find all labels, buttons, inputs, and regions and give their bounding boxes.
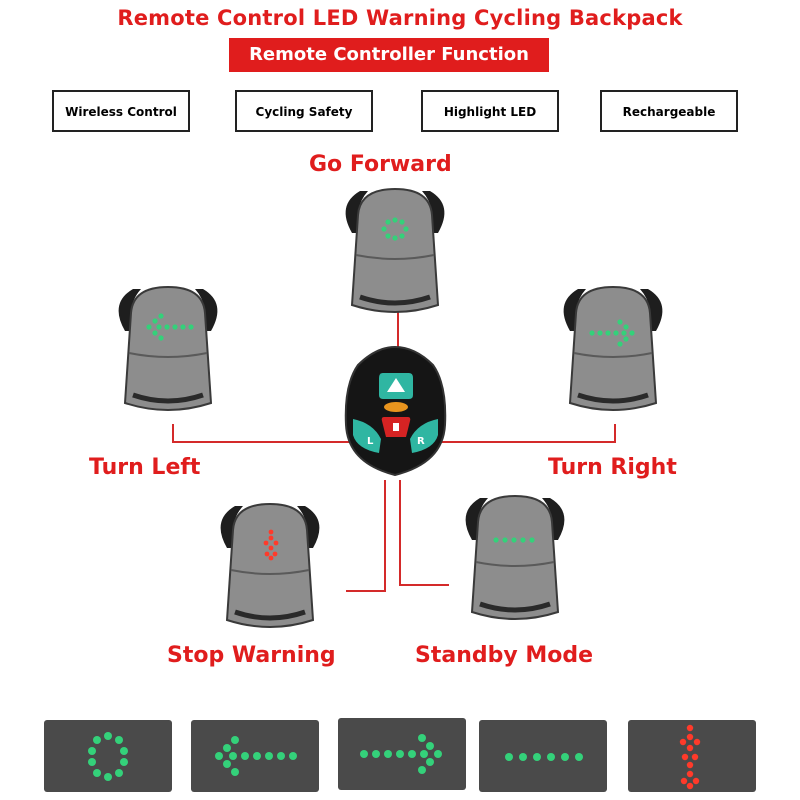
page-title: Remote Control LED Warning Cycling Backp…: [117, 6, 683, 30]
panel-forward-pattern: [44, 720, 172, 792]
backpack-forward: [345, 187, 445, 313]
wire-right-drop: [614, 424, 616, 442]
panel-stop-pattern: [628, 720, 756, 792]
label-stop-warning: Stop Warning: [167, 643, 336, 668]
remote-controller: L R: [344, 345, 447, 477]
standby-button[interactable]: [384, 402, 408, 412]
panel-left-pattern: [191, 720, 319, 792]
subtitle-banner: Remote Controller Function: [229, 38, 549, 72]
wire-right: [433, 441, 616, 443]
label-standby-mode: Standby Mode: [415, 643, 594, 668]
dotted-line-icon: [505, 753, 583, 761]
arrow-up-icon: [387, 378, 405, 392]
circle-dots-icon: [381, 217, 409, 241]
arrow-left-icon: [215, 736, 297, 776]
turn-right-button[interactable]: R: [410, 419, 438, 453]
panel-right-pattern: [338, 718, 466, 790]
backpack-right: [563, 285, 663, 411]
label-turn-left: Turn Left: [89, 455, 201, 480]
wire-forward: [397, 285, 399, 350]
warning-icon: [393, 423, 399, 431]
stop-button[interactable]: [381, 417, 411, 437]
feature-box-rechargeable: Rechargeable: [600, 90, 738, 132]
label-turn-right: Turn Right: [548, 455, 677, 480]
wire-stop: [346, 590, 386, 592]
warning-figure-icon: [263, 529, 279, 561]
label-go-forward: Go Forward: [309, 152, 452, 177]
dotted-line-icon: [493, 537, 535, 543]
backpack-stop: [220, 502, 320, 628]
feature-box-led: Highlight LED: [421, 90, 559, 132]
panel-standby-pattern: [479, 720, 607, 792]
wire-stop-vertical: [384, 480, 386, 592]
arrow-left-icon: [146, 313, 194, 341]
warning-figure-icon: [679, 724, 701, 790]
feature-box-wireless: Wireless Control: [52, 90, 190, 132]
backpack-left: [118, 285, 218, 411]
arrow-right-icon: [360, 734, 442, 774]
wire-standby-vertical: [399, 480, 401, 586]
backpack-standby: [465, 494, 565, 620]
wire-standby: [399, 584, 449, 586]
right-key-label: R: [417, 436, 425, 447]
turn-left-button[interactable]: L: [353, 419, 381, 453]
circle-dots-icon: [88, 732, 128, 781]
feature-box-safety: Cycling Safety: [235, 90, 373, 132]
wire-left: [172, 441, 370, 443]
left-key-label: L: [367, 436, 374, 447]
arrow-right-icon: [589, 319, 635, 347]
forward-button[interactable]: [379, 373, 413, 399]
wire-left-drop: [172, 424, 174, 442]
